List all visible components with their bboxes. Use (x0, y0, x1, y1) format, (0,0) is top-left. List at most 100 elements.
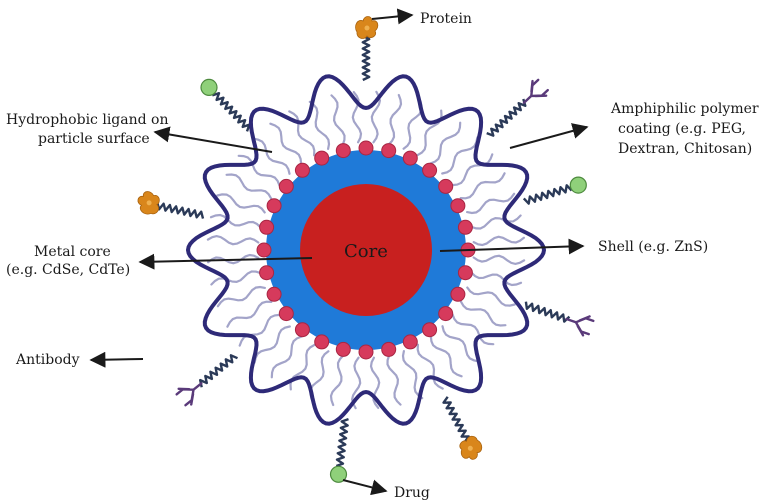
surface-bead (266, 286, 282, 302)
hydrophobic-ligand-strand (238, 313, 281, 347)
hydrophobic-ligand-strand (470, 214, 522, 230)
hydrophobic-ligand-strand (466, 192, 516, 215)
hydrophobic-ligand-strand (351, 91, 363, 144)
arrow-layer (89, 8, 589, 496)
hydrophobic-ligand-strand (225, 173, 273, 200)
hydrophobic-ligand-strand (237, 154, 281, 187)
amphiphilic-coating-label-line3: Dextran, Chitosan) (618, 141, 752, 157)
surface-bead (259, 219, 275, 235)
tether-chain (211, 92, 251, 132)
surface-bead (314, 150, 330, 166)
hydrophobic-ligand-strand (429, 121, 462, 165)
hydrophobic-ligand-strand (401, 350, 424, 400)
hydrophobic-ligand-strand (416, 109, 443, 157)
metal-core (300, 184, 432, 316)
hydrophobic-ligand-strand (387, 93, 403, 146)
surface-bead (294, 322, 310, 338)
hydrophobic-ligand-strand (270, 335, 303, 379)
surface-bead (438, 178, 454, 194)
tether-chain (524, 301, 571, 323)
amphiphilic-coating-label-line1: Amphiphilic polymer (610, 101, 759, 117)
surface-bead (381, 341, 397, 357)
hydrophobic-ligand-strand (386, 354, 402, 406)
hydrophobic-ligand-strand (308, 100, 331, 150)
drug-sphere-icon (329, 465, 348, 483)
antibody-icon (565, 315, 595, 337)
tether-chain (522, 184, 573, 205)
amphiphilic-coating-label-line2: coating (e.g. PEG, (618, 121, 746, 137)
surface-bead (335, 143, 351, 159)
tether-chain (335, 417, 349, 468)
hydrophobic-ligand-strand (466, 286, 516, 307)
metal-core-label-line2: (e.g. CdSe, CdTe) (6, 262, 130, 278)
hydrophobic-ligand-strand (416, 343, 444, 390)
hydrophobic-ligand-strand (209, 213, 262, 229)
hydrophobic-ligand-label-line2: particle surface (38, 131, 150, 147)
surface-bead (358, 344, 374, 360)
hydrophobic-ligand-strand (472, 235, 525, 247)
hydrophobic-arrow (153, 126, 273, 153)
hydrophobic-ligand-strand (253, 325, 291, 364)
antibody-icon (175, 382, 203, 407)
hydrophobic-ligand-strand (226, 300, 273, 328)
hydrophobic-ligand-strand (207, 253, 260, 265)
surface-bead (358, 140, 374, 156)
hydrophobic-ligand-label-line1: Hydrophobic ligand on (6, 112, 168, 128)
protein-icon (459, 435, 483, 460)
hydrophobic-ligand-strand (459, 172, 506, 200)
drug-sphere-icon (569, 176, 587, 194)
amphiphilic-arrow (509, 123, 589, 149)
antibody-icon (522, 78, 549, 104)
antibody-label: Antibody (15, 352, 80, 368)
drug-arrow (342, 479, 388, 496)
tether-chain (442, 396, 470, 443)
surface-bead (450, 286, 466, 302)
surface-bead (278, 306, 294, 322)
surface-bead (438, 306, 454, 322)
drug-sphere-icon (200, 78, 218, 97)
surface-bead (294, 162, 310, 178)
amphiphilic-polymer-coating (185, 74, 547, 426)
hydrophobic-ligand-strand (451, 153, 494, 187)
hydrophobic-ligand-strand (216, 285, 266, 308)
hydrophobic-ligand-strand (369, 356, 381, 409)
protein-label: Protein (420, 11, 472, 27)
surface-bead (450, 198, 466, 214)
hydrophobic-ligand-strand (472, 254, 526, 266)
surface-bead (381, 143, 397, 159)
metal-core-arrow (138, 253, 313, 270)
surface-bead (256, 242, 272, 258)
metal-core-label-line1: Metal core (34, 244, 111, 260)
tether-chain (361, 34, 371, 82)
hydrophobic-ligand-strand (288, 110, 316, 157)
tether-chain (156, 202, 205, 219)
hydrophobic-ligand-strand (441, 136, 479, 175)
surface-bead (266, 198, 282, 214)
hydrophobic-ligand-strand (216, 193, 266, 214)
surface-bead-layer (256, 140, 476, 360)
hydrophobic-ligand-strand (370, 90, 382, 144)
hydrophobic-ligand-strand (441, 325, 480, 363)
hydrophobic-ligand-strand (429, 335, 463, 378)
surface-bead (422, 162, 438, 178)
attachment-layer (137, 16, 595, 483)
surface-bead (402, 150, 418, 166)
surface-bead (422, 322, 438, 338)
surface-bead (335, 341, 351, 357)
shell-label: Shell (e.g. ZnS) (598, 239, 708, 255)
surface-bead (402, 334, 418, 350)
hydrophobic-ligand-strand (459, 300, 507, 327)
tether-chain (199, 354, 238, 388)
hydrophobic-ligand-strand (451, 313, 495, 346)
hydrophobic-ligand-strand (470, 271, 523, 287)
shell-arrow (439, 238, 585, 255)
surface-bead (259, 265, 275, 281)
protein-icon (137, 191, 160, 215)
protein-icon (355, 16, 379, 39)
surface-bead (278, 178, 294, 194)
core-label: Core (344, 241, 388, 262)
hydrophobic-ligand-strand (329, 354, 345, 407)
antibody-arrow (89, 351, 144, 368)
tether-layer (156, 34, 573, 468)
